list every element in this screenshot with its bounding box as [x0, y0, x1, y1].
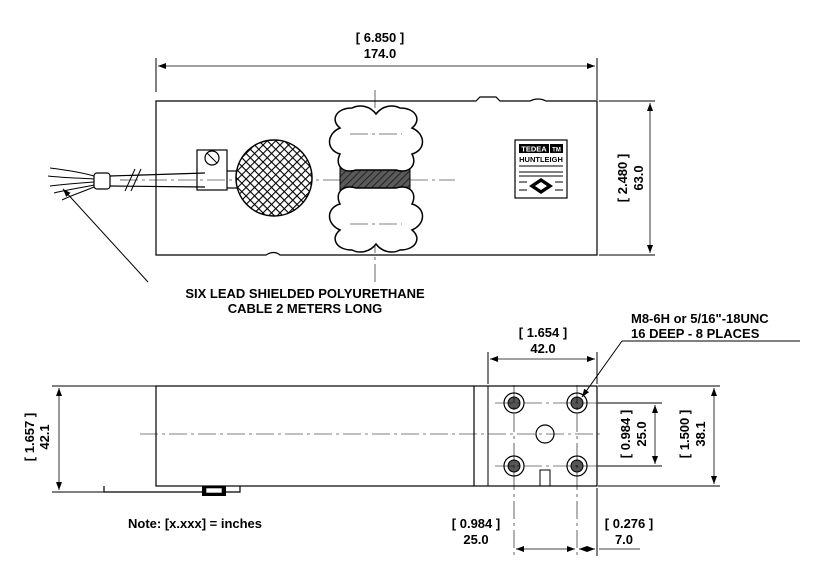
clamp-screw-icon [204, 150, 220, 166]
cable-break-mark-1 [124, 168, 136, 192]
cable-leader-line [62, 188, 149, 283]
cable [47, 149, 238, 201]
brand-label-plate: TEDEA TM HUNTLEIGH [514, 139, 568, 199]
side-height-inches-label: [ 1.657 ] [22, 413, 37, 461]
brand-badge-text: TM [552, 148, 561, 154]
upper-cutout-lobe [328, 105, 424, 172]
lower-cutout-lobe [328, 186, 424, 253]
cable-clamp [196, 149, 228, 191]
thread-note-line-1: M8-6H or 5/16"-18UNC [631, 311, 769, 326]
vent-slot [539, 469, 551, 487]
side-clamp-slot [205, 487, 223, 494]
cable-lower-edge [109, 185, 206, 188]
hole-vert-inches-label: [ 0.984 ] [618, 410, 633, 458]
thread-note-leader [581, 340, 623, 398]
cable-jacket-end [93, 172, 111, 190]
block-height-mm-label: 38.1 [693, 421, 708, 446]
block-width-mm-label: 42.0 [530, 341, 555, 356]
lead-wire-2 [47, 175, 95, 180]
clamp-screw-slot [206, 152, 218, 164]
label-plate-border [514, 139, 568, 199]
length-mm-label: 174.0 [364, 46, 397, 61]
brand-name-top: TEDEA [521, 145, 547, 154]
cable-note-line-2: CABLE 2 METERS LONG [228, 301, 383, 316]
hole-vert-mm-label: 25.0 [634, 421, 649, 446]
top-view: [ 6.850 ] 174.0 [ 2.480 ] 63.0 [47, 30, 655, 316]
height-inches-label: [ 2.480 ] [615, 154, 630, 202]
edge-inches-label: [ 0.276 ] [605, 516, 653, 531]
side-view: [ 1.657 ] 42.1 [22, 311, 800, 556]
brand-name-bottom: HUNTLEIGH [519, 155, 563, 164]
block-width-inches-label: [ 1.654 ] [519, 325, 567, 340]
side-height-mm-label: 42.1 [37, 424, 52, 449]
side-cable-strip [103, 486, 241, 493]
lead-wire-4 [53, 184, 95, 194]
cable-break-mark-2 [130, 168, 142, 192]
block-height-inches-label: [ 1.500 ] [677, 410, 692, 458]
lead-wire-3 [49, 181, 95, 187]
cable-upper-edge [109, 172, 206, 177]
mounting-holes [495, 385, 600, 555]
hole-horiz-inches-label: [ 0.984 ] [452, 516, 500, 531]
brand-banner [519, 144, 549, 153]
center-hole [535, 424, 555, 444]
strain-gauge-cover-disc [235, 139, 313, 217]
brand-logo-inner [535, 182, 547, 190]
lead-wire-1 [49, 167, 95, 177]
beam-cutout [328, 105, 424, 253]
beam-body-side [155, 385, 598, 487]
beam-body-top [155, 96, 598, 256]
lead-wire-5 [61, 186, 95, 201]
length-inches-label: [ 6.850 ] [356, 30, 404, 45]
brand-badge [550, 144, 563, 153]
edge-mm-label: 7.0 [615, 532, 633, 547]
units-note: Note: [x.xxx] = inches [128, 516, 262, 531]
thread-note-line-2: 16 DEEP - 8 PLACES [631, 326, 760, 341]
hole-horiz-mm-label: 25.0 [463, 532, 488, 547]
height-mm-label: 63.0 [631, 165, 646, 190]
cable-note-line-1: SIX LEAD SHIELDED POLYURETHANE [185, 286, 425, 301]
